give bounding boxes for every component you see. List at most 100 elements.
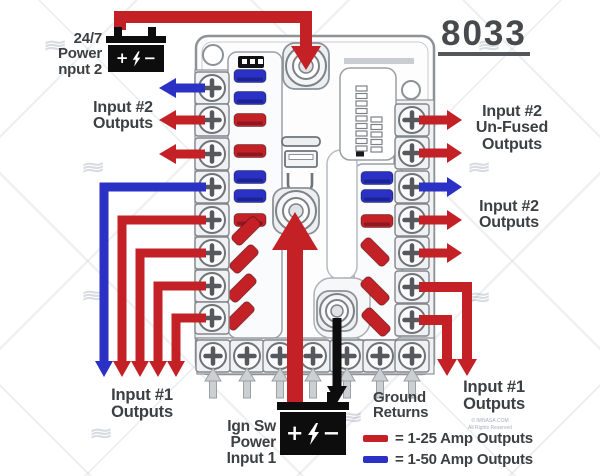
battery-top-bar <box>277 402 349 410</box>
ground-return-arrow <box>209 380 217 399</box>
arrow-output-right-down <box>437 359 457 376</box>
ground-return-arrow-head <box>371 367 389 382</box>
fuse <box>233 189 267 203</box>
battery-minus-icon: − <box>143 49 157 67</box>
arrow-output-right <box>447 210 462 230</box>
fuse <box>231 216 261 246</box>
wire-output-right-down <box>419 315 452 359</box>
fuse <box>229 244 259 274</box>
battery-post <box>148 27 156 36</box>
spec-panel <box>339 58 414 161</box>
ground-return-arrows <box>204 367 421 399</box>
legend-red-swatch <box>363 435 388 442</box>
fuses <box>225 56 394 337</box>
screw-terminal <box>194 137 230 171</box>
arrow-output-left <box>159 78 176 98</box>
label-input2-unfused-outputs: Input #2 Un-Fused Outputs <box>475 103 549 153</box>
screw-terminal <box>394 270 430 304</box>
arrow-output-right <box>447 143 462 163</box>
screw-terminal <box>394 170 430 204</box>
battery-body: + − <box>280 412 346 455</box>
arrow-247-input <box>291 46 321 70</box>
screw-terminal <box>394 236 430 270</box>
wire-247-input <box>114 11 312 46</box>
fuse <box>360 214 394 228</box>
battery-post <box>327 392 337 402</box>
screw-terminal <box>194 236 230 270</box>
legend-red-label: = 1-25 Amp Outputs <box>395 430 533 447</box>
legend-item-50amp: = 1-50 Amp Outputs <box>363 451 533 468</box>
screw-terminal <box>194 269 230 303</box>
wire-output-left-down <box>135 248 206 361</box>
fuse <box>360 276 390 306</box>
battery-247-icon: + − <box>106 27 166 73</box>
screw-terminal <box>394 303 430 337</box>
label-247-power-input2: 24/7 Power nput 2 <box>57 30 102 78</box>
arrow-output-left <box>159 144 176 164</box>
arrow-output-right <box>447 110 462 130</box>
screw-terminal <box>394 339 430 373</box>
fuse <box>233 69 267 83</box>
fuse <box>360 237 390 267</box>
wire-output-left-down <box>117 215 206 361</box>
label-ign-sw-power-input1: Ign Sw Power Input 1 <box>226 418 277 467</box>
ground-return-arrow-head <box>204 367 222 382</box>
center-molding <box>281 136 321 194</box>
screw-terminal <box>195 339 231 373</box>
fuse <box>233 91 267 105</box>
battery-top-bar <box>106 36 166 43</box>
label-input2-outputs-right: Input #2 Outputs <box>479 198 539 232</box>
legend-blue-swatch <box>363 456 388 463</box>
stud-terminal <box>316 290 358 332</box>
mounting-hole <box>202 44 224 66</box>
legend-blue-label: = 1-50 Amp Outputs <box>395 451 533 468</box>
fuse <box>233 144 267 158</box>
screw-terminals <box>194 71 430 373</box>
label-input2-outputs-left: Input #2 Outputs <box>93 99 153 133</box>
battery-post <box>114 27 122 36</box>
site-watermark-line1: © IMNASA.COM <box>471 418 509 424</box>
battery-plus-icon: + <box>285 421 304 445</box>
ground-return-arrow-head <box>238 367 256 382</box>
ground-return-arrow <box>243 380 251 399</box>
site-watermark-line2: All Rights Reserved <box>468 424 512 431</box>
wire-output-left-down <box>99 182 206 361</box>
mounting-hole <box>401 80 421 100</box>
screw-terminal <box>394 203 430 237</box>
screw-terminal <box>194 103 230 137</box>
arrow-output-right <box>447 177 462 197</box>
arrow-ign-input <box>272 212 318 250</box>
label-ground-returns: Ground Returns <box>373 389 429 422</box>
wires <box>95 11 477 403</box>
battery-ign-icon: + − <box>277 392 349 458</box>
arrow-output-left-down <box>113 361 131 377</box>
fuse <box>233 113 267 127</box>
arrow-output-left-down <box>95 361 113 377</box>
fuse <box>360 189 394 203</box>
screw-terminal <box>394 103 430 137</box>
arrow-output-left <box>159 110 176 130</box>
screw-terminal <box>394 136 430 170</box>
label-input1-outputs-left: Input #1 Outputs <box>111 386 173 421</box>
legend-item-25amp: = 1-25 Amp Outputs <box>363 430 533 447</box>
ground-return-arrow-head <box>304 367 322 382</box>
arrow-ground <box>327 386 347 403</box>
arrow-output-right-down <box>457 359 477 376</box>
arrow-output-left-down <box>167 361 185 377</box>
battery-minus-icon: − <box>322 421 341 445</box>
arrow-output-left-down <box>149 361 167 377</box>
fuse <box>360 171 394 185</box>
fuse <box>361 307 391 337</box>
arrow-output-right <box>447 243 462 263</box>
fuse <box>227 273 257 303</box>
stud-terminal <box>272 187 320 235</box>
site-watermark: © IMNASA.COM All Rights Reserved <box>462 418 518 431</box>
model-number: 8033 <box>438 16 530 56</box>
battery-plus-icon: + <box>115 49 129 67</box>
ground-return-arrow-head <box>403 367 421 382</box>
wire-output-left-down <box>171 313 206 361</box>
battery-body: + − <box>108 45 164 72</box>
fuse <box>233 170 267 184</box>
